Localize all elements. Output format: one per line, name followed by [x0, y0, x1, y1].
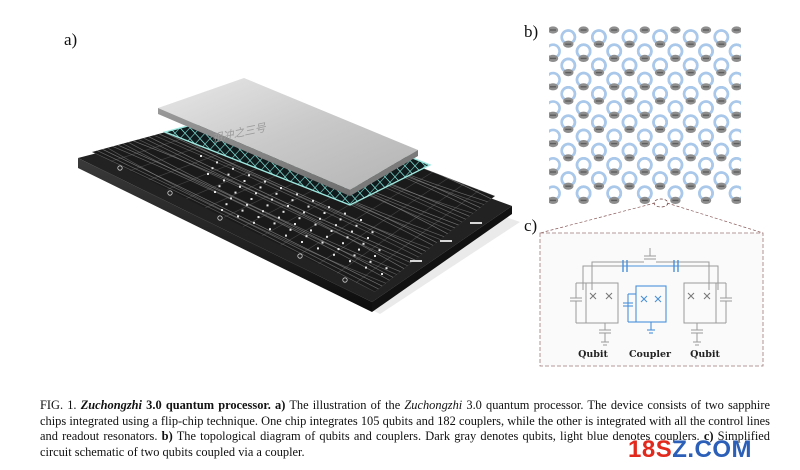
caption-b-text: The topological diagram of qubits and co…: [176, 429, 700, 444]
figure-caption: FIG. 1. Zuchongzhi 3.0 quantum processor…: [40, 398, 770, 460]
coupler-circuit: [623, 285, 667, 334]
base-board-side: [78, 158, 372, 312]
figure-canvas: 祖冲之三号: [78, 26, 764, 367]
watermark-part1: 18S: [628, 436, 673, 463]
site-watermark: 18SZ.COM: [628, 436, 778, 464]
edge-connectors: [117, 165, 482, 283]
qubit-right-circuit: [683, 282, 732, 346]
label-coupler: Coupler: [629, 349, 672, 360]
topology-diagram: [549, 26, 741, 204]
caption-a-tag: a): [275, 398, 286, 412]
label-qubit-left: Qubit: [578, 349, 608, 360]
circuit-frame: [539, 232, 764, 367]
panel-label-a: a): [64, 30, 78, 49]
label-qubit-right: Qubit: [690, 349, 720, 360]
pcb-pad-array: [200, 155, 388, 275]
panel-label-c: c): [524, 216, 538, 235]
caption-fig-label: FIG. 1.: [40, 398, 77, 412]
qubit-left-circuit: [570, 282, 619, 346]
top-chip-edge-right: [350, 150, 418, 196]
caption-b-tag: b): [161, 429, 173, 444]
caption-a-text-1: The illustration of the: [289, 398, 401, 412]
panel-label-b: b): [524, 22, 539, 41]
caption-title: 3.0 quantum processor.: [146, 398, 271, 412]
base-board-side-right: [372, 206, 512, 312]
caption-c-tag: c): [703, 429, 714, 444]
top-chip-edge: [158, 108, 350, 196]
pcb-layer: [92, 106, 495, 292]
circuit-schematic: Qubit Coupler Qubit: [539, 232, 764, 367]
top-chip: [158, 78, 418, 190]
pcb-traces: [92, 106, 495, 292]
zoom-connector: [539, 198, 764, 234]
caption-c-text: Simplified circuit schematic of two qubi…: [40, 429, 770, 459]
caption-a-text-2: 3.0 quantum processor. The device consis…: [40, 398, 770, 444]
caption-title-italic: Zuchongzhi: [80, 398, 142, 412]
chip-illustration: 祖冲之三号: [78, 78, 520, 314]
caption-a-italic: Zuchongzhi: [404, 398, 463, 412]
watermark-part2: Z.COM: [672, 436, 753, 463]
